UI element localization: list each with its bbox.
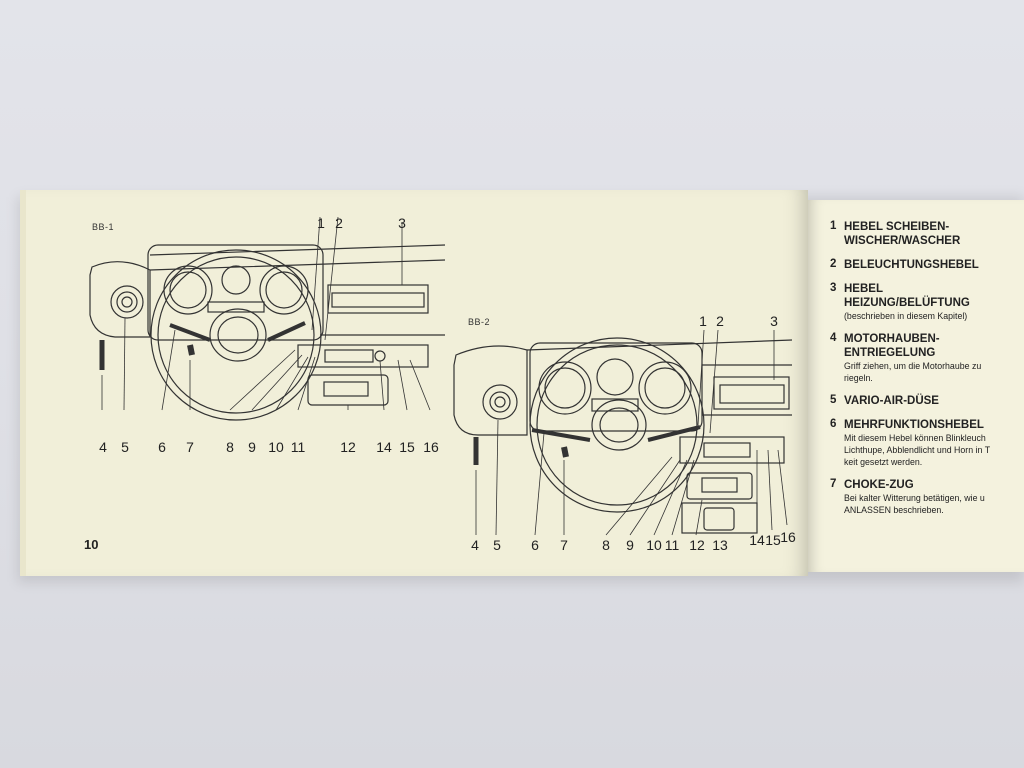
figure2-label: BB-2 <box>468 317 491 327</box>
fig1-callout-12: 12 <box>340 439 356 455</box>
fig1-callout-5: 5 <box>121 439 129 455</box>
fig1-callout-14: 14 <box>376 439 392 455</box>
fig2-callout-13: 13 <box>712 537 728 553</box>
fig1-callout-15: 15 <box>399 439 415 455</box>
fig1-callout-2: 2 <box>335 215 343 231</box>
fig1-callout-10: 10 <box>268 439 284 455</box>
figure1-label: BB-1 <box>92 222 115 232</box>
fig2-callout-4: 4 <box>471 537 479 553</box>
fig2-callout-16: 16 <box>780 529 796 545</box>
legend-item-4: 4 MOTORHAUBEN- ENTRIEGELUNG Griff ziehen… <box>830 332 982 383</box>
fig2-callout-6: 6 <box>531 537 539 553</box>
fig2-callout-5: 5 <box>493 537 501 553</box>
legend-item-1: 1 HEBEL SCHEIBEN- WISCHER/WASCHER <box>830 220 961 247</box>
legend-item-5: 5 VARIO-AIR-DÜSE <box>830 394 939 407</box>
fig2-callout-8: 8 <box>602 537 610 553</box>
legend-item-6: 6 MEHRFUNKTIONSHEBEL Mit diesem Hebel kö… <box>830 418 991 467</box>
page-number: 10 <box>84 537 99 552</box>
fig2-callout-11: 11 <box>664 537 680 553</box>
fig1-callout-1: 1 <box>317 215 325 231</box>
fig2-callout-14: 14 <box>749 532 765 548</box>
fig1-callout-3: 3 <box>398 215 406 231</box>
fig1-callout-16: 16 <box>423 439 439 455</box>
fig2-callout-2: 2 <box>716 313 724 329</box>
fig2-callout-9: 9 <box>626 537 634 553</box>
legend-item-2: 2 BELEUCHTUNGSHEBEL <box>830 258 979 271</box>
dashboard-illustration-bb1 <box>89 216 446 421</box>
fig1-callout-4: 4 <box>99 439 107 455</box>
fig2-callout-3: 3 <box>770 313 778 329</box>
fig1-callout-9: 9 <box>248 439 256 455</box>
dashboard-illustration-bb2 <box>453 329 793 536</box>
fig2-callout-15: 15 <box>765 532 781 548</box>
fig1-callout-11: 11 <box>290 439 306 455</box>
fig1-callout-6: 6 <box>158 439 166 455</box>
fig2-callout-12: 12 <box>689 537 705 553</box>
legend-item-7: 7 CHOKE-ZUG Bei kalter Witterung betätig… <box>830 478 985 515</box>
fig1-callout-7: 7 <box>186 439 194 455</box>
fig1-callout-8: 8 <box>226 439 234 455</box>
fig2-callout-7: 7 <box>560 537 568 553</box>
fig2-callout-10: 10 <box>646 537 662 553</box>
fig2-callout-1: 1 <box>699 313 707 329</box>
legend-item-3: 3 HEBEL HEIZUNG/BELÜFTUNG (beschrieben i… <box>830 282 970 321</box>
legend-list: 1 HEBEL SCHEIBEN- WISCHER/WASCHER 2 BELE… <box>830 220 1024 526</box>
left-page <box>20 190 808 576</box>
right-page <box>808 200 1024 572</box>
